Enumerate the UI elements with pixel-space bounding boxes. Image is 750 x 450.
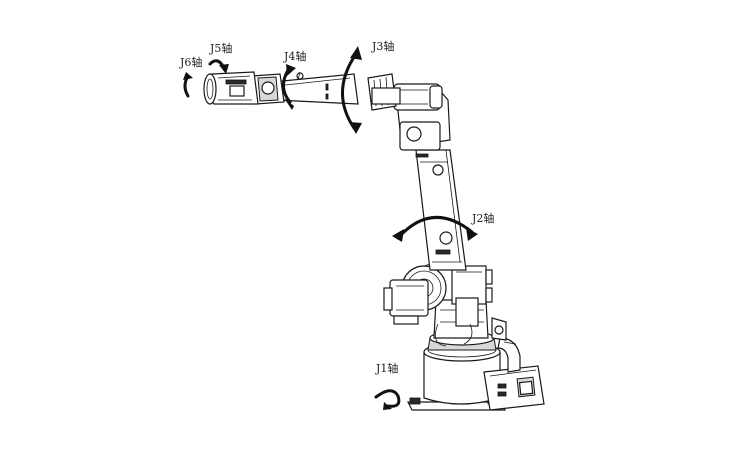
j2-rotation-arrow xyxy=(392,216,478,242)
j4-rotation-arrow xyxy=(282,64,296,110)
j4-axis-label: J4轴 xyxy=(283,49,306,63)
robot-wrist xyxy=(203,71,285,105)
robot-lower-arm xyxy=(415,149,467,271)
j5-rotation-arrow xyxy=(208,59,229,74)
j1-axis-label: J1轴 xyxy=(375,361,398,375)
j6-axis-label: J6轴 xyxy=(179,55,202,69)
j3-axis-label: J3轴 xyxy=(371,39,394,53)
robot-shoulder xyxy=(383,261,493,347)
j5-axis-label: J5轴 xyxy=(209,41,232,55)
robot-elbow xyxy=(367,73,451,158)
j2-axis-label: J2轴 xyxy=(471,211,494,225)
j6-rotation-arrow xyxy=(183,72,193,98)
j3-rotation-arrow xyxy=(341,46,362,134)
j1-rotation-arrow xyxy=(374,389,401,410)
